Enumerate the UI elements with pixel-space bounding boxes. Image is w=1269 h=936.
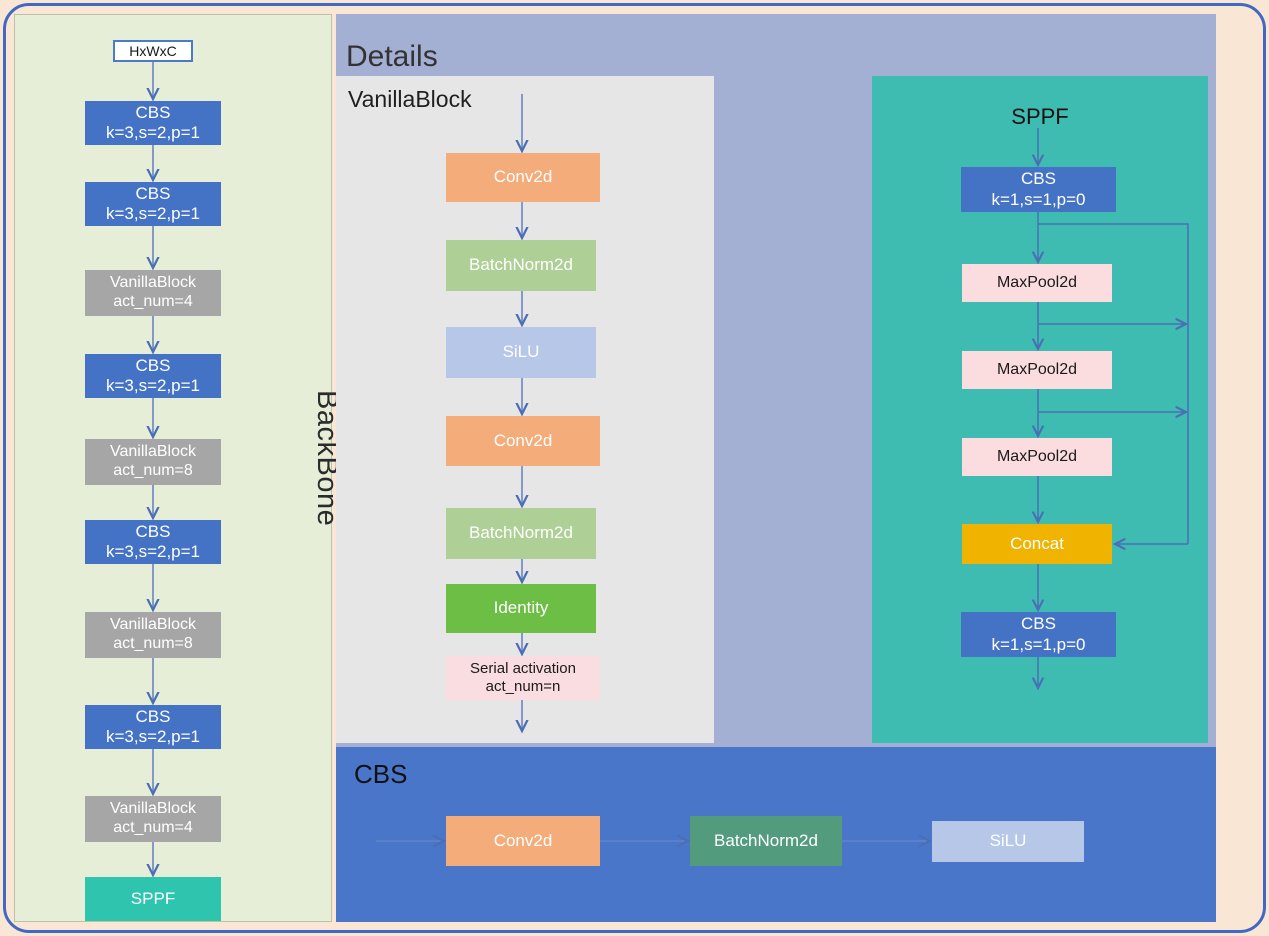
cbs-node-cbn[interactable]: BatchNorm2d: [690, 816, 842, 866]
backbone-node-input-title: HxWxC: [129, 42, 177, 59]
vanilla-node-vbn2[interactable]: BatchNorm2d: [446, 508, 596, 559]
backbone-node-vb2-sub: act_num=8: [113, 462, 193, 479]
backbone-node-cbs3-sub: k=3,s=2,p=1: [105, 376, 201, 395]
backbone-node-vb4-sub: act_num=4: [113, 819, 193, 836]
backbone-node-cbs5-sub: k=3,s=2,p=1: [105, 727, 201, 746]
vanilla-node-vconv2[interactable]: Conv2d: [446, 416, 600, 466]
vanilla-node-vconv1[interactable]: Conv2d: [446, 153, 600, 202]
vanilla-node-vsilu[interactable]: SiLU: [446, 327, 596, 378]
details-title: Details: [346, 40, 438, 73]
backbone-node-cbs2-title: CBS: [135, 183, 171, 203]
sppf-node-smp3[interactable]: MaxPool2d: [962, 438, 1112, 476]
cbs-node-ccv[interactable]: Conv2d: [446, 816, 600, 866]
sppf-node-smp1-title: MaxPool2d: [996, 273, 1078, 291]
sppf-node-smp1[interactable]: MaxPool2d: [962, 264, 1112, 302]
backbone-node-vb3-sub: act_num=8: [113, 635, 193, 652]
vanilla-node-vserial-sub: act_num=n: [485, 678, 561, 695]
backbone-label: BackBone: [311, 390, 343, 527]
cbs-node-csilu[interactable]: SiLU: [932, 821, 1084, 862]
cbs-node-cbn-title: BatchNorm2d: [714, 830, 818, 850]
sppf-node-scbs2-sub: k=1,s=1,p=0: [991, 634, 1086, 654]
outer-frame: [3, 3, 1266, 933]
vanilla-node-videntity-title: Identity: [493, 598, 549, 618]
sppf-node-sconcat[interactable]: Concat: [962, 524, 1112, 564]
vanilla-node-vserial-title: Serial activation: [470, 660, 576, 678]
backbone-node-cbs1-title: CBS: [135, 102, 171, 122]
backbone-node-cbs1-sub: k=3,s=2,p=1: [105, 123, 201, 142]
sppf-node-scbs1-title: CBS: [1021, 169, 1056, 189]
backbone-node-vb4-title: VanillaBlock: [110, 800, 196, 818]
vanilla-node-vbn1[interactable]: BatchNorm2d: [446, 240, 596, 291]
sppf-node-smp2[interactable]: MaxPool2d: [962, 351, 1112, 389]
backbone-node-sppf[interactable]: SPPF: [85, 877, 221, 921]
vanilla-node-vsilu-title: SiLU: [502, 342, 540, 362]
sppf-node-smp3-title: MaxPool2d: [996, 447, 1078, 465]
sppf-node-smp2-title: MaxPool2d: [996, 360, 1078, 378]
vanilla-node-vconv2-title: Conv2d: [493, 430, 553, 450]
backbone-node-sppf-title: SPPF: [130, 888, 176, 908]
backbone-node-input[interactable]: HxWxC: [113, 40, 193, 62]
backbone-node-cbs2-sub: k=3,s=2,p=1: [105, 204, 201, 223]
cbs-detail-title: CBS: [354, 759, 408, 789]
sppf-node-sconcat-title: Concat: [1010, 533, 1064, 553]
cbs-node-csilu-title: SiLU: [989, 831, 1027, 851]
cbs-detail-panel: CBS Conv2d BatchNorm2d SiLU: [336, 747, 1216, 922]
vanilla-block-title: VanillaBlock: [348, 86, 472, 112]
vanilla-node-vconv1-title: Conv2d: [493, 167, 553, 187]
sppf-node-scbs1-sub: k=1,s=1,p=0: [991, 189, 1086, 209]
backbone-node-vb3-title: VanillaBlock: [110, 616, 196, 634]
backbone-node-cbs5-title: CBS: [135, 706, 171, 726]
sppf-panel: SPPF: [872, 76, 1208, 743]
sppf-title: SPPF: [1011, 104, 1069, 129]
backbone-node-vb1-title: VanillaBlock: [110, 274, 196, 292]
sppf-node-scbs2-title: CBS: [1021, 614, 1056, 634]
vanilla-node-videntity[interactable]: Identity: [446, 584, 596, 633]
backbone-node-cbs3-title: CBS: [135, 355, 171, 375]
vanilla-node-vbn1-title: BatchNorm2d: [469, 255, 573, 275]
vanilla-node-vbn2-title: BatchNorm2d: [469, 523, 573, 543]
backbone-node-vb1-sub: act_num=4: [113, 293, 193, 310]
backbone-node-cbs4-sub: k=3,s=2,p=1: [105, 542, 201, 561]
backbone-node-vb2-title: VanillaBlock: [110, 443, 196, 461]
cbs-node-ccv-title: Conv2d: [493, 830, 553, 850]
backbone-node-cbs4-title: CBS: [135, 521, 171, 541]
